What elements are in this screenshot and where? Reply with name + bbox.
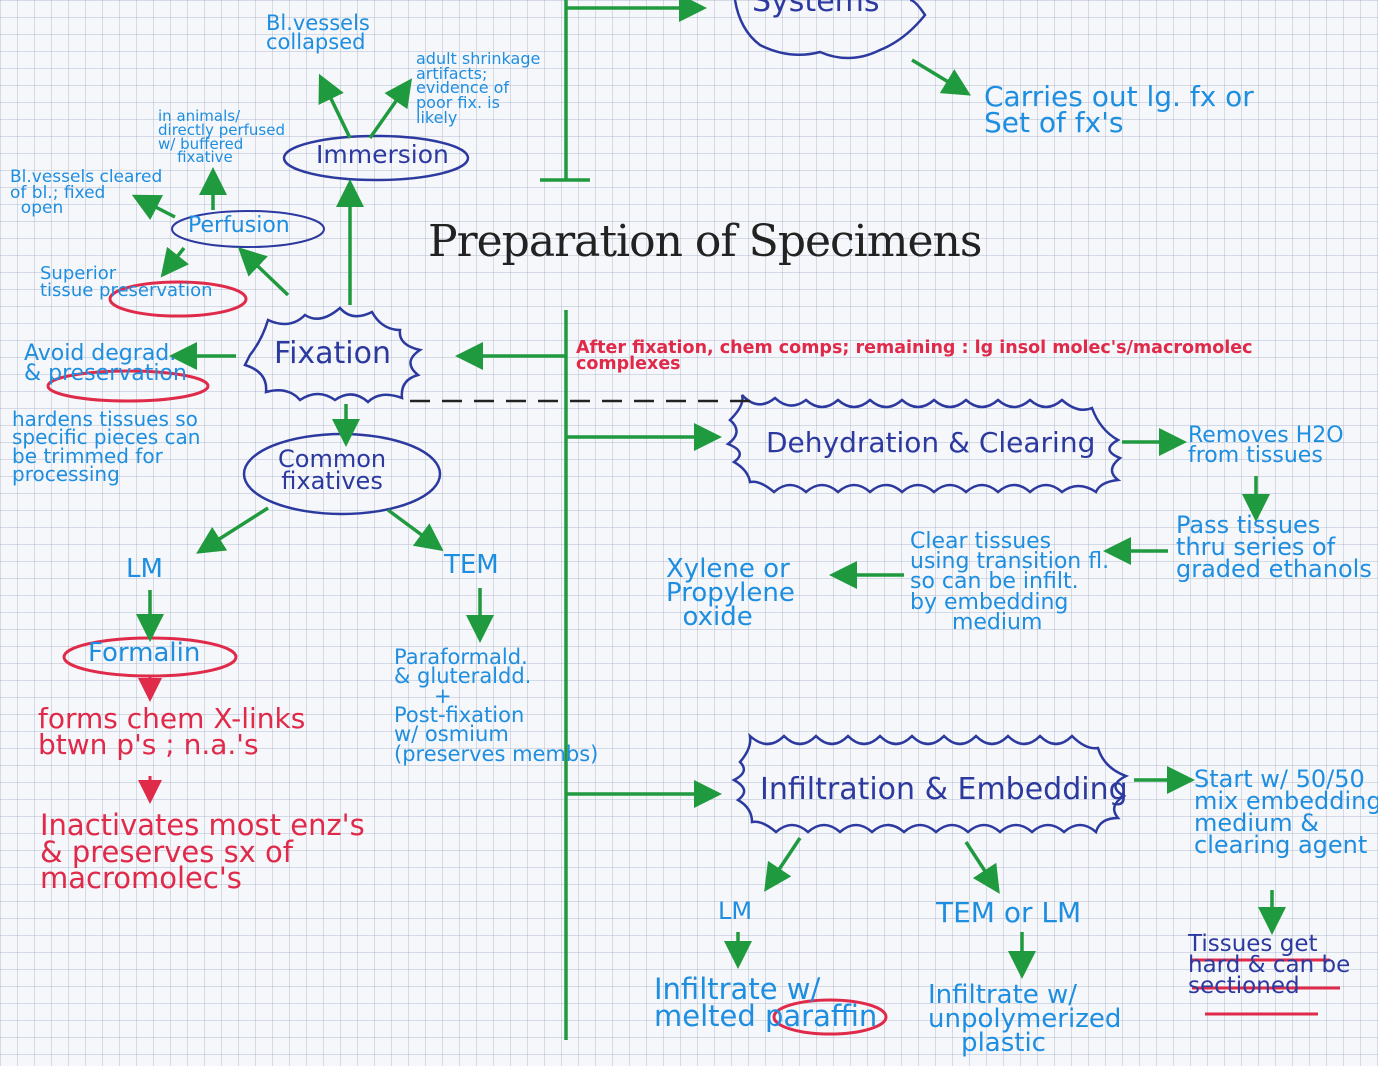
start-mix-note: Start w/ 50/50 mix embedding medium & cl… (1194, 765, 1378, 860)
fixation-label: Fixation (274, 336, 392, 371)
avoid-degradation-note: Avoid degrad. & preservation (24, 341, 187, 387)
dehydration-burst (725, 394, 1123, 494)
immersion-oval (282, 134, 470, 182)
dehydration-label: Dehydration & Clearing (766, 426, 1096, 459)
perfusion-oval (171, 210, 325, 248)
vessels-collapsed-note: Bl.vessels collapsed (266, 11, 370, 55)
systems-burst (733, 0, 927, 60)
paraffin-oval (772, 998, 888, 1036)
systems-label: Systems (752, 0, 880, 19)
formalin-label: Formalin (88, 638, 201, 668)
fixation-burst (243, 306, 424, 404)
after-fixation-note: After fixation, chem comps; remaining : … (576, 338, 1253, 375)
tissues-hard-note: Tissues get hard & can be sectioned (1188, 931, 1351, 1000)
inactivates-enzymes-note: Inactivates most enz's & preserves sx of… (40, 808, 365, 896)
common-fixatives-label: Common fixatives (278, 445, 387, 496)
paraformaldehyde-note: Paraformald. & gluteraldd. + Post-fixati… (394, 645, 599, 766)
carries-out-note: Carries out lg. fx or Set of fx's (984, 80, 1254, 139)
immersion-label: Immersion (316, 140, 449, 169)
in-animals-note: in animals/ directly perfused w/ buffere… (158, 107, 285, 167)
superior-preservation-note: Superior tissue preservation (40, 263, 213, 301)
shrinkage-artifacts-note: adult shrinkage artifacts; evidence of p… (416, 49, 541, 127)
perfusion-label: Perfusion (188, 213, 290, 238)
crosslinks-note: forms chem X-links btwn p's ; n.a.'s (38, 702, 306, 761)
lm-label-right: LM (718, 897, 753, 925)
page-title: Preparation of Specimens (428, 216, 982, 267)
paraffin-note: Infiltrate w/ melted paraffin (654, 972, 878, 1033)
plastic-note: Infiltrate w/ unpolymerized plastic (928, 980, 1122, 1058)
preservation-oval-mid (46, 369, 210, 403)
infiltration-label: Infiltration & Embedding (760, 772, 1128, 807)
clear-tissues-note: Clear tissues using transition fl. so ca… (910, 529, 1110, 635)
hardens-tissues-note: hardens tissues so specific pieces can b… (12, 407, 201, 487)
lm-label-left: LM (126, 554, 163, 584)
xylene-note: Xylene or Propylene oxide (666, 554, 795, 632)
graded-ethanols-note: Pass tissues thru series of graded ethan… (1176, 511, 1372, 584)
tem-or-lm-label: TEM or LM (936, 896, 1082, 929)
preservation-oval-top (108, 280, 248, 318)
tem-label: TEM (444, 550, 499, 580)
removes-water-note: Removes H2O from tissues (1188, 423, 1344, 469)
infiltration-burst (731, 732, 1130, 835)
vessels-cleared-note: Bl.vessels cleared of bl.; fixed open (10, 167, 163, 219)
